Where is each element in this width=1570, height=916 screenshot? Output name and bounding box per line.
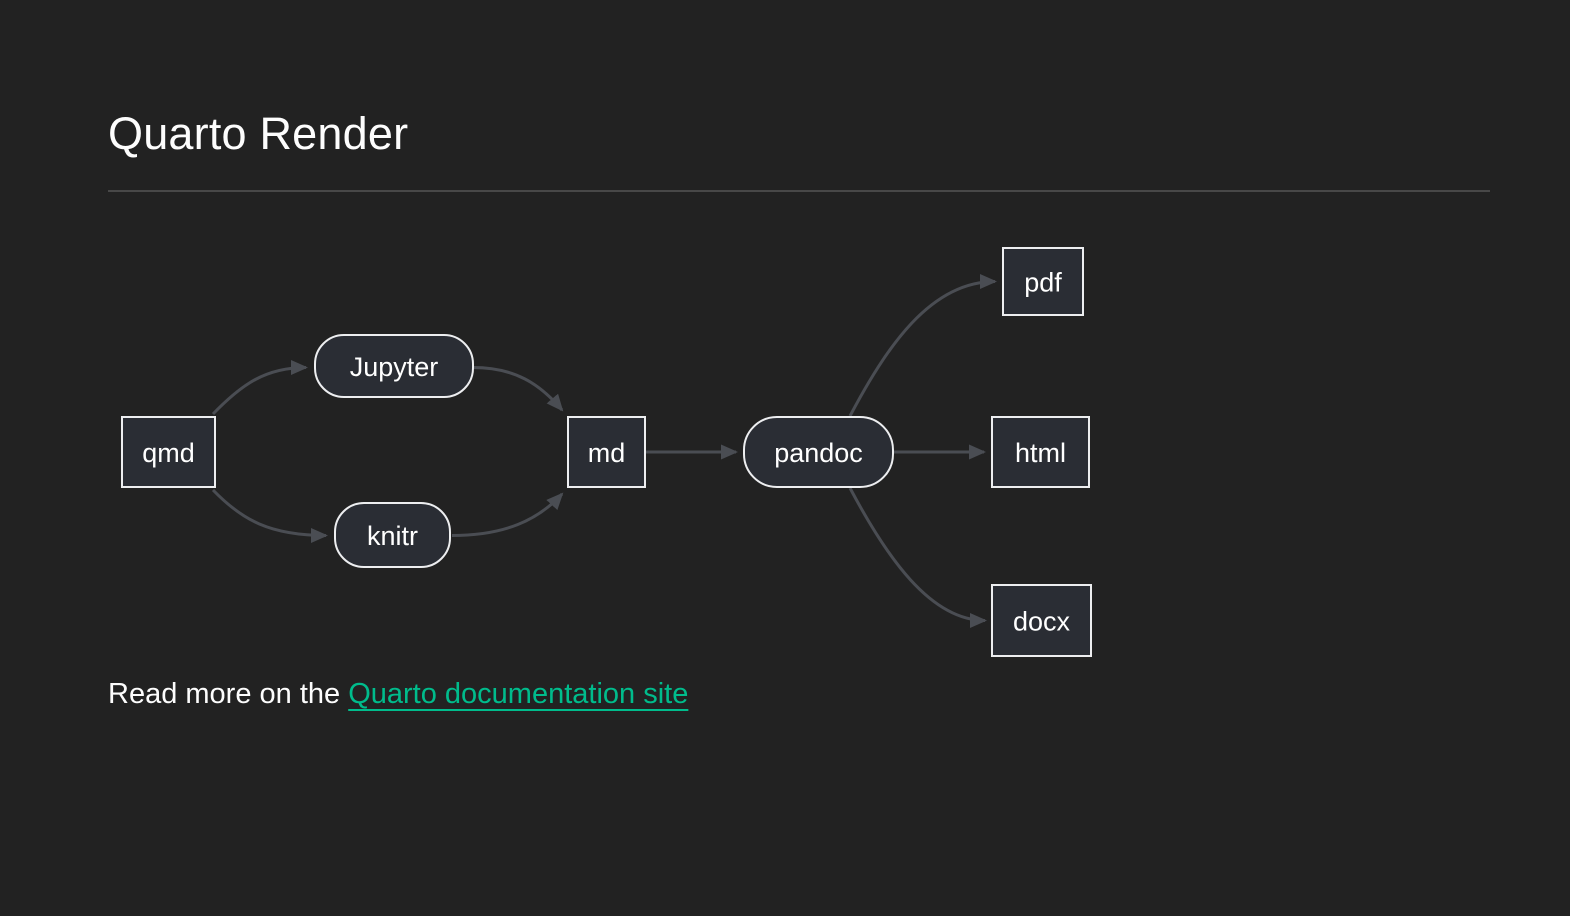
node-html-label: html xyxy=(1015,438,1066,468)
edge-pandoc-pdf xyxy=(848,274,997,417)
edge-qmd-knitr xyxy=(211,488,328,543)
node-pandoc-box xyxy=(743,416,894,488)
edge-pandoc-docx xyxy=(848,487,987,628)
node-jupyter-box xyxy=(314,334,474,398)
node-pdf-box xyxy=(1002,247,1084,316)
node-pdf-label: pdf xyxy=(1024,268,1062,298)
render-flow-diagram: qmd Jupyter knitr md pandoc pdf xyxy=(100,230,1110,670)
node-pdf: pdf xyxy=(1002,247,1084,316)
node-html-box xyxy=(991,416,1090,488)
page-title: Quarto Render xyxy=(108,108,409,159)
node-pandoc-label: pandoc xyxy=(774,438,863,468)
flowchart-svg: qmd Jupyter knitr md pandoc pdf xyxy=(121,247,1092,657)
node-qmd-box xyxy=(121,416,216,488)
node-qmd: qmd xyxy=(121,416,216,488)
node-knitr-box xyxy=(334,502,451,568)
edge-knitr-md xyxy=(451,492,564,537)
node-docx: docx xyxy=(991,584,1092,657)
read-more-prefix: Read more on the xyxy=(108,678,349,710)
node-pandoc: pandoc xyxy=(743,416,894,488)
node-knitr-label: knitr xyxy=(367,521,418,551)
edge-group xyxy=(211,274,997,628)
quarto-docs-link[interactable]: Quarto documentation site xyxy=(348,678,689,710)
node-jupyter-label: Jupyter xyxy=(350,352,439,382)
node-md: md xyxy=(567,416,646,488)
node-docx-label: docx xyxy=(1013,607,1071,637)
node-md-box xyxy=(567,416,646,488)
edge-jupyter-md xyxy=(472,366,564,412)
edge-qmd-jupyter xyxy=(211,360,308,416)
node-html: html xyxy=(991,416,1090,488)
node-jupyter: Jupyter xyxy=(314,334,474,398)
node-knitr: knitr xyxy=(334,502,451,568)
node-docx-box xyxy=(991,584,1092,657)
read-more-paragraph: Read more on the Quarto documentation si… xyxy=(108,678,688,711)
node-md-label: md xyxy=(588,438,626,468)
title-divider xyxy=(108,190,1490,192)
node-qmd-label: qmd xyxy=(142,438,195,468)
